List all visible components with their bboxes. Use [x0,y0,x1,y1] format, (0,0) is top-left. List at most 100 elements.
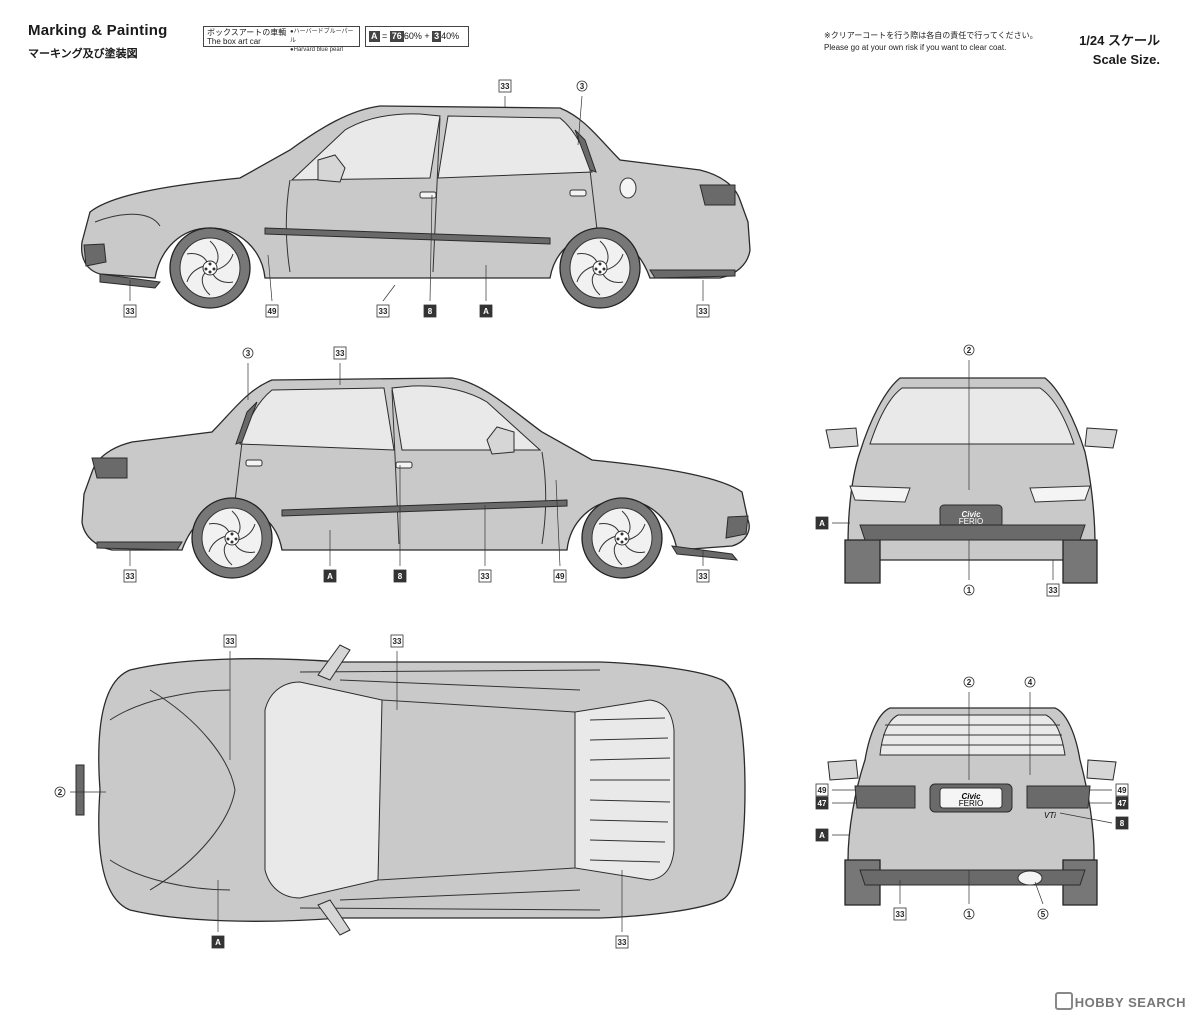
callout-label-33: 33 [501,82,510,91]
callout-label-49: 49 [556,572,565,581]
callout-label-8: 8 [398,572,403,581]
page-title: Marking & Painting [28,22,168,39]
callout-label-8: 8 [1120,819,1125,828]
callout-marker [498,79,512,93]
hobby-search-logo-icon [1054,992,1073,1010]
callout-marker [1115,796,1129,810]
callout-marker [1037,908,1049,920]
front-wheel-icon [169,227,251,309]
callout-label-49: 49 [1118,786,1127,795]
callout-marker [390,634,404,648]
side-view-right-facing [81,377,750,579]
callout-marker [696,569,710,583]
callout-label-33: 33 [1049,586,1058,595]
clear-coat-note: ※クリアーコートを行う際は各自の責任で行ってください。 Please go at… [824,30,1038,54]
rear-view: Civic FERIO VTi [827,707,1117,906]
callout-marker [815,828,829,842]
boxart-info-box: ボックスアートの車輌 The box art car ●ハーバードブルーパール … [203,26,360,53]
front-civic-badge: Civic [961,510,981,519]
callout-marker [815,783,829,797]
front-view: Civic FERIO [825,377,1118,584]
rear-wheel-icon-2 [191,497,273,579]
callout-label-2: 2 [967,678,972,687]
callout-label-33: 33 [618,938,627,947]
callout-label-4: 4 [1028,678,1033,687]
watermark: HOBBY SEARCH [1054,992,1186,1010]
callout-label-33: 33 [699,572,708,581]
mix-a-chip: A [369,31,380,42]
callout-marker [265,304,279,318]
mix-76-percent: 60% [403,31,422,41]
top-view [75,644,746,936]
callout-label-33: 33 [379,307,388,316]
callout-leader-line [429,194,433,302]
callout-marker [963,908,975,920]
callout-leader-line [555,479,561,567]
callout-label-33: 33 [226,637,235,646]
callout-marker [54,786,66,798]
page-subtitle: マーキング及び塗装図 [28,48,138,60]
callout-marker [815,796,829,810]
callout-label-33: 33 [481,572,490,581]
callout-label-A: A [215,938,221,947]
callout-label-3: 3 [246,349,251,358]
callout-label-33: 33 [896,910,905,919]
callout-label-2: 2 [58,788,63,797]
callout-leader-line [382,284,396,302]
callout-marker [479,304,493,318]
callout-marker [242,347,254,359]
callout-marker [815,516,829,530]
callout-marker [696,304,710,318]
callout-marker [576,80,588,92]
vti-badge: VTi [1044,811,1056,820]
callout-label-33: 33 [126,572,135,581]
rear-ferio-badge: FERIO [959,799,983,808]
callout-label-8: 8 [428,307,433,316]
boxart-label-en: The box art car [207,37,261,46]
callout-marker [893,907,907,921]
callout-label-33: 33 [126,307,135,316]
callout-marker [478,569,492,583]
callout-label-47: 47 [1118,799,1127,808]
front-ferio-badge: FERIO [959,517,983,526]
callout-label-3: 3 [580,82,585,91]
note-en: Please go at your own risk if you want t… [824,43,1007,52]
callout-marker [123,569,137,583]
callout-label-33: 33 [393,637,402,646]
callout-marker [963,344,975,356]
front-wheel-icon-2 [581,497,663,579]
mix-76-chip: 76 [389,31,404,42]
boxart-label-jp: ボックスアートの車輌 [207,28,287,37]
callout-leader-line [577,95,583,146]
callout-marker [1046,583,1060,597]
callout-marker [211,935,225,949]
callout-marker [323,569,337,583]
callout-label-47: 47 [818,799,827,808]
scale-jp: 1/24 スケール [1079,33,1160,48]
callout-marker [123,304,137,318]
note-jp: ※クリアーコートを行う際は各自の責任で行ってください。 [824,31,1038,40]
callout-label-49: 49 [268,307,277,316]
rear-wheel-icon [559,227,641,309]
callout-label-2: 2 [967,346,972,355]
callout-leader-line [1034,881,1044,905]
callout-marker [333,346,347,360]
callout-label-A: A [483,307,489,316]
callout-label-1: 1 [967,910,972,919]
mix-3-chip: 3 [432,31,442,42]
callout-label-1: 1 [967,586,972,595]
callout-leader-line [1059,812,1113,824]
callout-label-33: 33 [336,349,345,358]
callout-label-33: 33 [699,307,708,316]
callout-marker [1024,676,1036,688]
callout-leader-line [267,254,273,302]
mix-3-percent: 40% [441,31,460,41]
callout-label-A: A [819,831,825,840]
scale-en: Scale Size. [1092,52,1160,67]
callout-marker [223,634,237,648]
mix-equals: = [382,31,388,41]
callout-label-49: 49 [818,786,827,795]
